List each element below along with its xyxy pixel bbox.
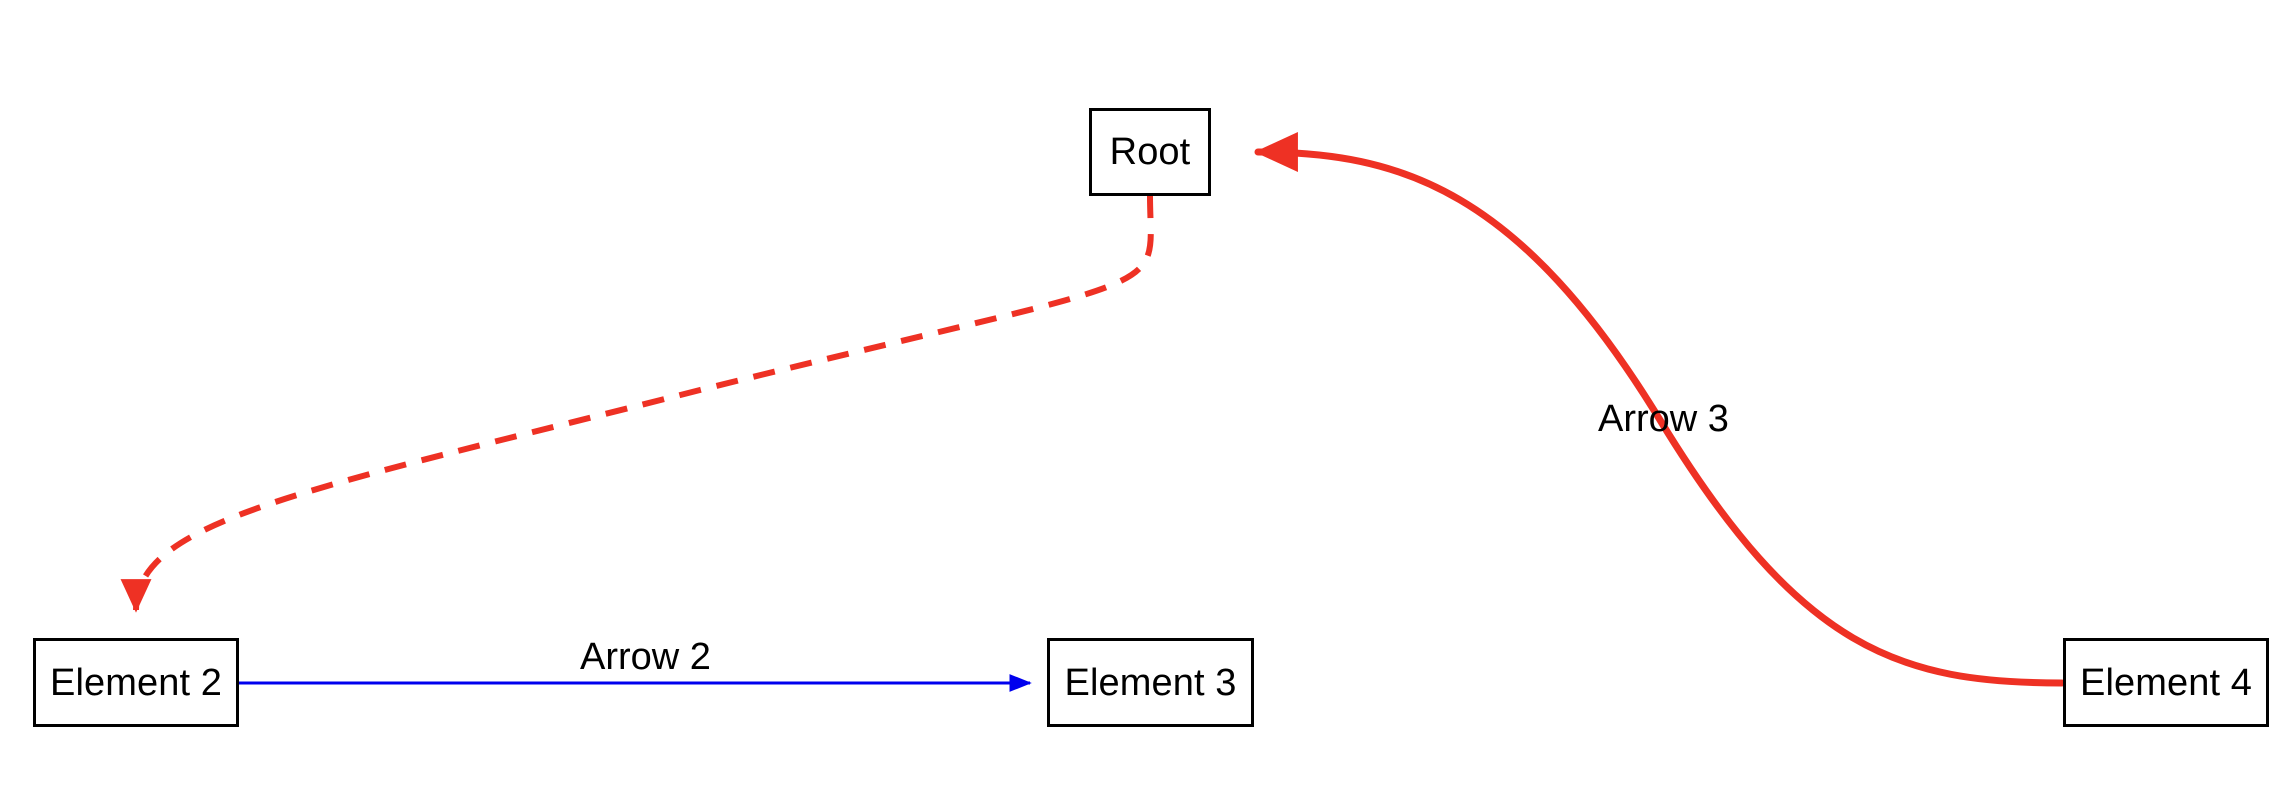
edge-root-to-element2 bbox=[120, 195, 1154, 613]
node-root-label: Root bbox=[1109, 131, 1191, 173]
node-element-3[interactable]: Element 3 bbox=[1047, 638, 1254, 727]
node-root[interactable]: Root bbox=[1089, 108, 1211, 196]
edge-label-arrow-3: Arrow 3 bbox=[1598, 398, 1729, 440]
edge-label-arrow-2: Arrow 2 bbox=[580, 636, 711, 678]
node-element-3-label: Element 3 bbox=[1064, 661, 1237, 704]
node-element-4-label: Element 4 bbox=[2080, 661, 2252, 704]
node-element-4[interactable]: Element 4 bbox=[2063, 638, 2269, 727]
node-element-2[interactable]: Element 2 bbox=[33, 638, 239, 727]
node-element-2-label: Element 2 bbox=[50, 661, 222, 704]
